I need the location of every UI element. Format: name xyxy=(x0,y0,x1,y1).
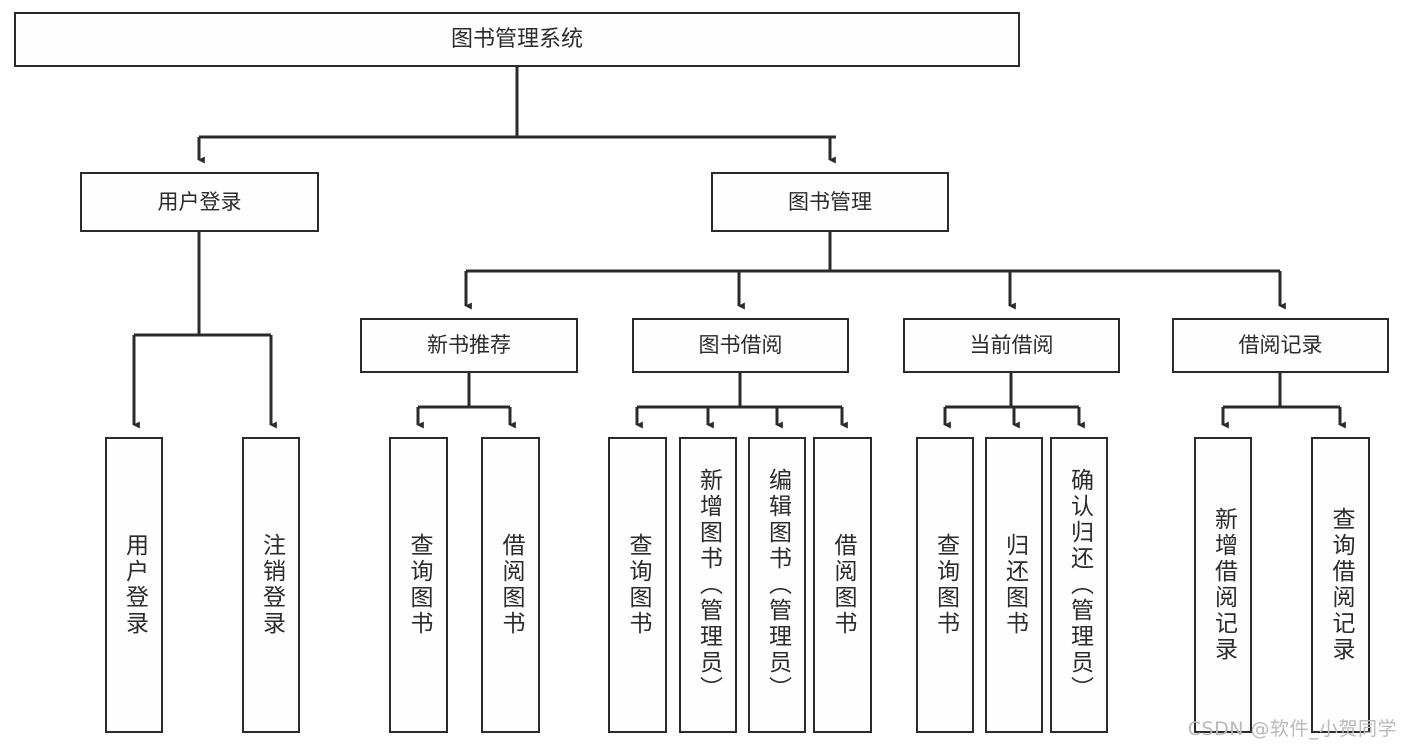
node-label: 图书借阅 xyxy=(698,333,783,357)
leaf-return-book[interactable]: 归还图书 xyxy=(985,437,1043,733)
leaf-logout[interactable]: 注销登录 xyxy=(242,437,300,733)
watermark-text: CSDN @软件_小贺同学 xyxy=(1187,718,1397,740)
node-label: 编辑图书（管理员） xyxy=(764,468,791,702)
node-current-borrow[interactable]: 当前借阅 xyxy=(903,318,1120,373)
node-label: 借阅记录 xyxy=(1238,333,1323,357)
node-label: 用户登录 xyxy=(121,533,148,637)
leaf-borrow-book-2[interactable]: 借阅图书 xyxy=(813,437,872,733)
node-user-login[interactable]: 用户登录 xyxy=(80,172,319,232)
node-label: 用户登录 xyxy=(157,189,242,214)
node-label: 确认归还（管理员） xyxy=(1066,468,1093,702)
node-label: 当前借阅 xyxy=(969,333,1054,357)
leaf-user-login[interactable]: 用户登录 xyxy=(105,437,163,733)
node-borrow-record[interactable]: 借阅记录 xyxy=(1172,318,1389,373)
node-new-book-rec[interactable]: 新书推荐 xyxy=(360,318,578,373)
node-label: 图书管理系统 xyxy=(450,26,583,52)
leaf-query-book-1[interactable]: 查询图书 xyxy=(389,437,448,733)
node-label: 新增借阅记录 xyxy=(1210,507,1237,663)
node-book-borrow[interactable]: 图书借阅 xyxy=(632,318,849,373)
leaf-add-book[interactable]: 新增图书（管理员） xyxy=(679,437,737,733)
node-book-manage[interactable]: 图书管理 xyxy=(711,172,949,232)
leaf-confirm-return[interactable]: 确认归还（管理员） xyxy=(1050,437,1108,733)
node-label: 查询图书 xyxy=(932,533,959,637)
node-label: 注销登录 xyxy=(258,533,285,637)
leaf-add-record[interactable]: 新增借阅记录 xyxy=(1194,437,1252,733)
node-label: 新增图书（管理员） xyxy=(695,468,722,702)
node-label: 借阅图书 xyxy=(498,533,524,637)
node-label: 查询借阅记录 xyxy=(1328,507,1354,663)
node-label: 借阅图书 xyxy=(830,533,856,637)
node-label: 图书管理 xyxy=(788,189,872,214)
node-label: 查询图书 xyxy=(625,533,651,637)
leaf-edit-book[interactable]: 编辑图书（管理员） xyxy=(748,437,806,733)
node-root-system[interactable]: 图书管理系统 xyxy=(14,12,1020,67)
node-label: 新书推荐 xyxy=(427,333,511,357)
leaf-query-book-2[interactable]: 查询图书 xyxy=(608,437,667,733)
leaf-borrow-book-1[interactable]: 借阅图书 xyxy=(481,437,540,733)
node-label: 查询图书 xyxy=(406,533,432,637)
leaf-query-record[interactable]: 查询借阅记录 xyxy=(1311,437,1370,733)
node-label: 归还图书 xyxy=(1001,533,1028,637)
leaf-query-book-3[interactable]: 查询图书 xyxy=(916,437,974,733)
